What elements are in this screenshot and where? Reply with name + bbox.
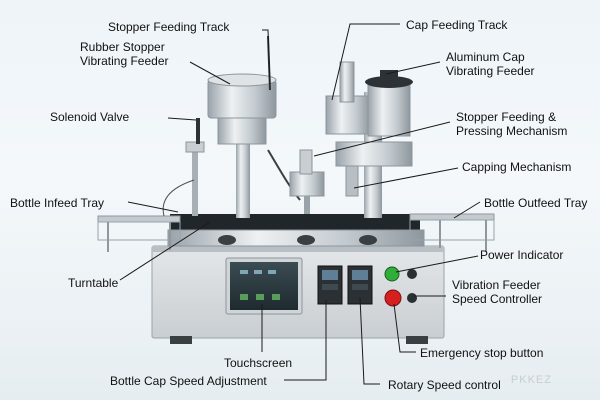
label-rubber-stopper-vibrating-feeder: Rubber Stopper Vibrating Feeder — [80, 40, 169, 68]
solenoid-valve-post — [163, 118, 204, 216]
label-stopper-feeding-track: Stopper Feeding Track — [108, 20, 229, 34]
label-bottle-cap-speed-adjustment: Bottle Cap Speed Adjustment — [110, 374, 267, 388]
label-stopper-pressing-line-1: Stopper Feeding & — [456, 110, 567, 124]
label-vibration-feeder-speed-controller: Vibration Feeder Speed Controller — [452, 278, 542, 306]
label-aluminum-cap-vibrating-feeder: Aluminum Cap Vibrating Feeder — [446, 50, 535, 78]
stopper-feeder-assembly — [208, 36, 300, 218]
label-vibration-feeder-line-2: Speed Controller — [452, 292, 542, 306]
label-turntable: Turntable — [68, 276, 118, 290]
label-touchscreen: Touchscreen — [224, 356, 292, 370]
label-stopper-pressing-line-2: Pressing Mechanism — [456, 124, 567, 138]
label-aluminum-cap-line-2: Vibrating Feeder — [446, 64, 535, 78]
label-vibration-feeder-line-1: Vibration Feeder — [452, 278, 542, 292]
label-aluminum-cap-line-1: Aluminum Cap — [446, 50, 535, 64]
label-rotary-speed-control: Rotary Speed control — [388, 378, 501, 392]
label-stopper-feeding-pressing-mechanism: Stopper Feeding & Pressing Mechanism — [456, 110, 567, 138]
cap-feeder-assembly — [326, 62, 413, 218]
label-solenoid-valve: Solenoid Valve — [50, 110, 129, 124]
touchscreen-panel — [226, 258, 302, 314]
label-emergency-stop-button: Emergency stop button — [420, 346, 543, 360]
stopper-pressing-assembly — [290, 150, 324, 214]
watermark: PKKEZ — [511, 374, 552, 386]
label-rubber-stopper-line-2: Vibrating Feeder — [80, 54, 169, 68]
label-rubber-stopper-line-1: Rubber Stopper — [80, 40, 169, 54]
label-cap-feeding-track: Cap Feeding Track — [406, 18, 507, 32]
label-bottle-infeed-tray: Bottle Infeed Tray — [10, 196, 104, 210]
label-power-indicator: Power Indicator — [480, 248, 563, 262]
turntable-deck — [168, 214, 424, 246]
label-bottle-outfeed-tray: Bottle Outfeed Tray — [484, 196, 587, 210]
label-capping-mechanism: Capping Mechanism — [462, 160, 571, 174]
